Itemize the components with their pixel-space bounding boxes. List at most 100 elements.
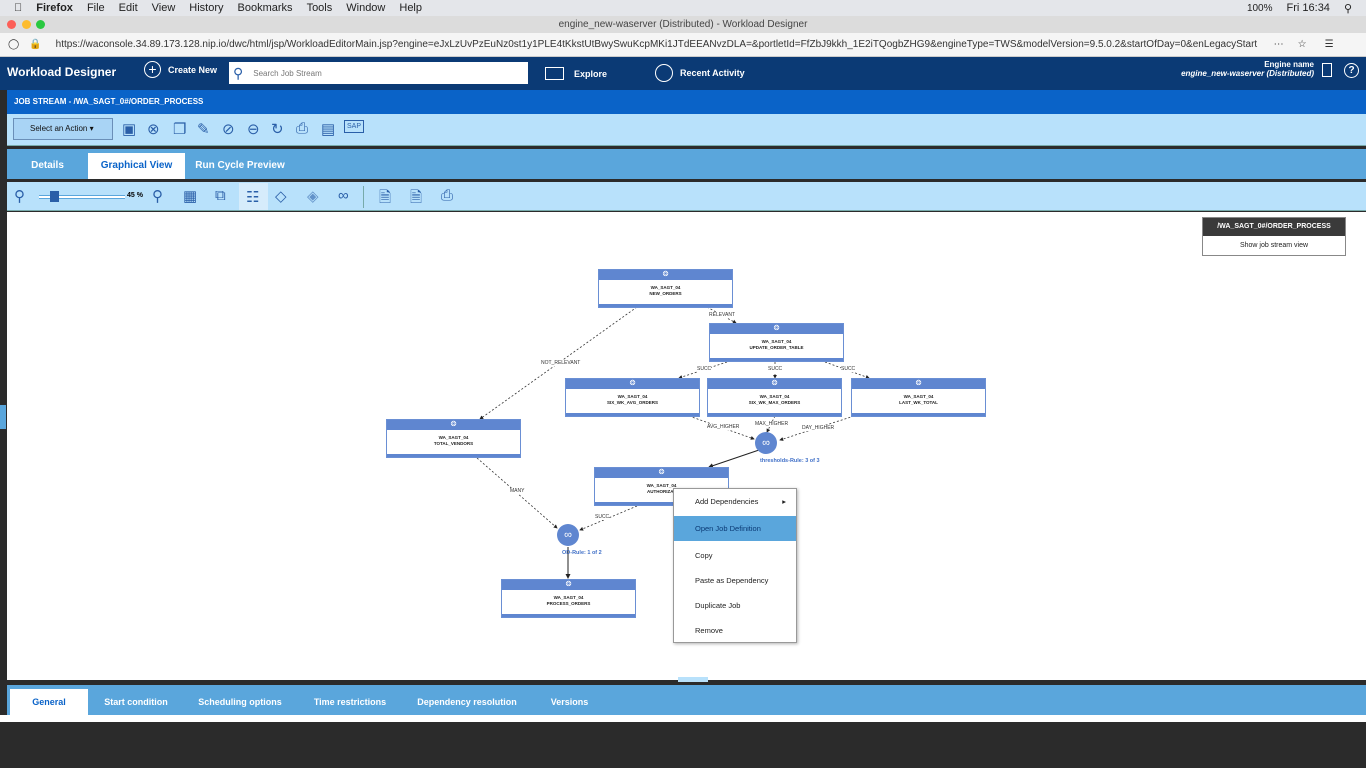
create-new-button[interactable]: + Create New bbox=[144, 61, 217, 78]
maximize-window-button[interactable] bbox=[36, 20, 45, 29]
close-window-button[interactable] bbox=[7, 20, 16, 29]
node-job: NEW_ORDERS bbox=[649, 291, 682, 296]
zoom-percent: 45 % bbox=[127, 192, 143, 199]
menu-remove[interactable]: Remove bbox=[695, 626, 723, 635]
save-icon[interactable]: ▣ bbox=[122, 121, 137, 138]
copy-icon[interactable]: ❐ bbox=[173, 121, 187, 138]
spotlight-icon[interactable]: ⚲ bbox=[1343, 2, 1352, 15]
add-dependency-icon[interactable]: ◇ bbox=[275, 188, 287, 205]
menu-window[interactable]: Window bbox=[338, 2, 385, 14]
panel-resize-handle[interactable] bbox=[678, 677, 708, 682]
print-graph-icon[interactable]: ⎙ bbox=[441, 187, 454, 204]
app-menu[interactable]: Firefox bbox=[28, 2, 73, 14]
hierarchy-layout-icon[interactable]: ☷ bbox=[239, 183, 268, 210]
explore-label: Explore bbox=[574, 68, 608, 79]
node-workstation: WA_SAGT_04 bbox=[553, 595, 584, 600]
menu-file[interactable]: File bbox=[78, 2, 105, 14]
list-icon[interactable]: ▤ bbox=[321, 121, 336, 138]
explore-button[interactable]: Explore bbox=[545, 67, 607, 80]
minus-circle-icon[interactable]: ⊖ bbox=[247, 121, 260, 138]
fit-grid-icon[interactable]: ▦ bbox=[183, 188, 198, 205]
zoom-slider-handle[interactable] bbox=[50, 191, 59, 202]
edge-label: MANY bbox=[510, 488, 525, 494]
tab-dependency-resolution[interactable]: Dependency resolution bbox=[417, 697, 517, 707]
node-workstation: WA_SAGT_04 bbox=[903, 394, 934, 399]
menu-help[interactable]: Help bbox=[391, 2, 422, 14]
search-input[interactable]: ⚲ Search Job Stream bbox=[229, 62, 528, 84]
search-icon: ⚲ bbox=[233, 64, 244, 81]
menu-open-job-definition[interactable]: Open Job Definition bbox=[674, 516, 796, 541]
bookmark-star-icon[interactable]: ☆ bbox=[1297, 39, 1307, 50]
menu-history[interactable]: History bbox=[181, 2, 223, 14]
folder-icon bbox=[545, 67, 564, 80]
hamburger-menu-icon[interactable]: ☰ bbox=[1324, 39, 1334, 50]
overview-title: /WA_SAGT_0#/ORDER_PROCESS bbox=[1203, 218, 1345, 236]
tab-time-restrictions[interactable]: Time restrictions bbox=[313, 697, 387, 707]
node-job: SIX_WK_MAX_ORDERS bbox=[748, 400, 801, 405]
show-job-stream-view-link[interactable]: Show job stream view bbox=[1239, 242, 1309, 249]
add-external-dependency-icon[interactable]: ◈ bbox=[307, 188, 319, 205]
link-rule-icon[interactable]: ∞ bbox=[557, 524, 579, 546]
menu-duplicate-job[interactable]: Duplicate Job bbox=[695, 601, 741, 610]
select-action-dropdown[interactable]: Select an Action ▾ bbox=[13, 118, 113, 140]
more-icon[interactable]: ⋯ bbox=[1273, 39, 1284, 50]
tab-graphical-view[interactable]: Graphical View bbox=[88, 153, 185, 179]
edge-label: DAY_HIGHER bbox=[802, 425, 835, 431]
app-header: Workload Designer + Create New ⚲ Search … bbox=[0, 57, 1366, 90]
document-icon[interactable] bbox=[1322, 63, 1332, 77]
tab-details[interactable]: Details bbox=[31, 160, 64, 171]
node-job: UPDATE_ORDER_TABLE bbox=[749, 345, 804, 350]
tab-scheduling-options[interactable]: Scheduling options bbox=[198, 697, 282, 707]
minimize-window-button[interactable] bbox=[22, 20, 31, 29]
rule-label: OD-Rule: 1 of 2 bbox=[562, 550, 602, 556]
edit-pencil-icon[interactable]: ✎ bbox=[197, 121, 210, 138]
menu-paste-as-dependency[interactable]: Paste as Dependency bbox=[695, 576, 769, 585]
action-toolbar: Select an Action ▾ ▣ ⊗ ❐ ✎ ⊘ ⊖ ↻ ⎙ ▤ SAP bbox=[7, 114, 1366, 146]
menu-edit[interactable]: Edit bbox=[110, 2, 138, 14]
conditional-rule-icon[interactable]: ∞ bbox=[338, 187, 349, 204]
recent-activity-button[interactable]: Recent Activity bbox=[655, 64, 745, 82]
shield-icon[interactable]: ◯ bbox=[8, 39, 20, 50]
close-circle-icon[interactable]: ⊗ bbox=[147, 121, 160, 138]
url-text[interactable]: https://waconsole.34.89.173.128.nip.io/d… bbox=[55, 39, 1258, 50]
engine-label: Engine name bbox=[1264, 60, 1314, 69]
link-rule-icon[interactable]: ∞ bbox=[755, 432, 777, 454]
zoom-in-icon[interactable]: ⚲ bbox=[152, 188, 163, 205]
menu-tools[interactable]: Tools bbox=[298, 2, 333, 14]
menu-add-dependencies[interactable]: Add Dependencies▸ bbox=[674, 489, 796, 514]
export-png-icon[interactable]: 🗎 bbox=[410, 189, 423, 206]
left-panel-toggle[interactable] bbox=[0, 405, 6, 429]
job-icon: ❂ bbox=[708, 379, 841, 389]
tab-general[interactable]: General bbox=[10, 689, 88, 715]
menu-bookmarks[interactable]: Bookmarks bbox=[229, 2, 293, 14]
plus-circle-icon: + bbox=[144, 61, 161, 78]
menu-copy[interactable]: Copy bbox=[695, 551, 713, 560]
help-icon[interactable]: ? bbox=[1344, 63, 1359, 78]
graph-toolbar: ⚲ 45 % ⚲ ▦ ⧉ ☷ ◇ ◈ ∞ 🗎 🗎 ⎙ bbox=[7, 182, 1366, 211]
tab-start-condition[interactable]: Start condition bbox=[104, 697, 168, 707]
tab-run-cycle-preview[interactable]: Run Cycle Preview bbox=[195, 160, 285, 171]
address-bar[interactable]: ◯ 🔒 https://waconsole.34.89.173.128.nip.… bbox=[0, 33, 1366, 57]
tab-versions[interactable]: Versions bbox=[550, 697, 589, 707]
node-job: TOTAL_VENDORS bbox=[433, 441, 474, 446]
open-window-icon[interactable]: ⧉ bbox=[215, 187, 226, 204]
menu-view[interactable]: View bbox=[143, 2, 176, 14]
zoom-slider[interactable] bbox=[39, 191, 125, 202]
export-pdf-icon[interactable]: 🗎 bbox=[379, 189, 392, 206]
print-icon[interactable]: ⎙ bbox=[296, 120, 309, 137]
lock-icon[interactable]: 🔒 bbox=[29, 39, 42, 50]
refresh-icon[interactable]: ↻ bbox=[271, 121, 284, 138]
unlock-icon[interactable]: ⊘ bbox=[222, 121, 235, 138]
sap-icon[interactable]: SAP bbox=[344, 120, 365, 133]
menu-label: Add Dependencies bbox=[695, 497, 759, 506]
zoom-out-icon[interactable]: ⚲ bbox=[14, 188, 25, 205]
apple-icon[interactable]:  bbox=[14, 2, 22, 14]
